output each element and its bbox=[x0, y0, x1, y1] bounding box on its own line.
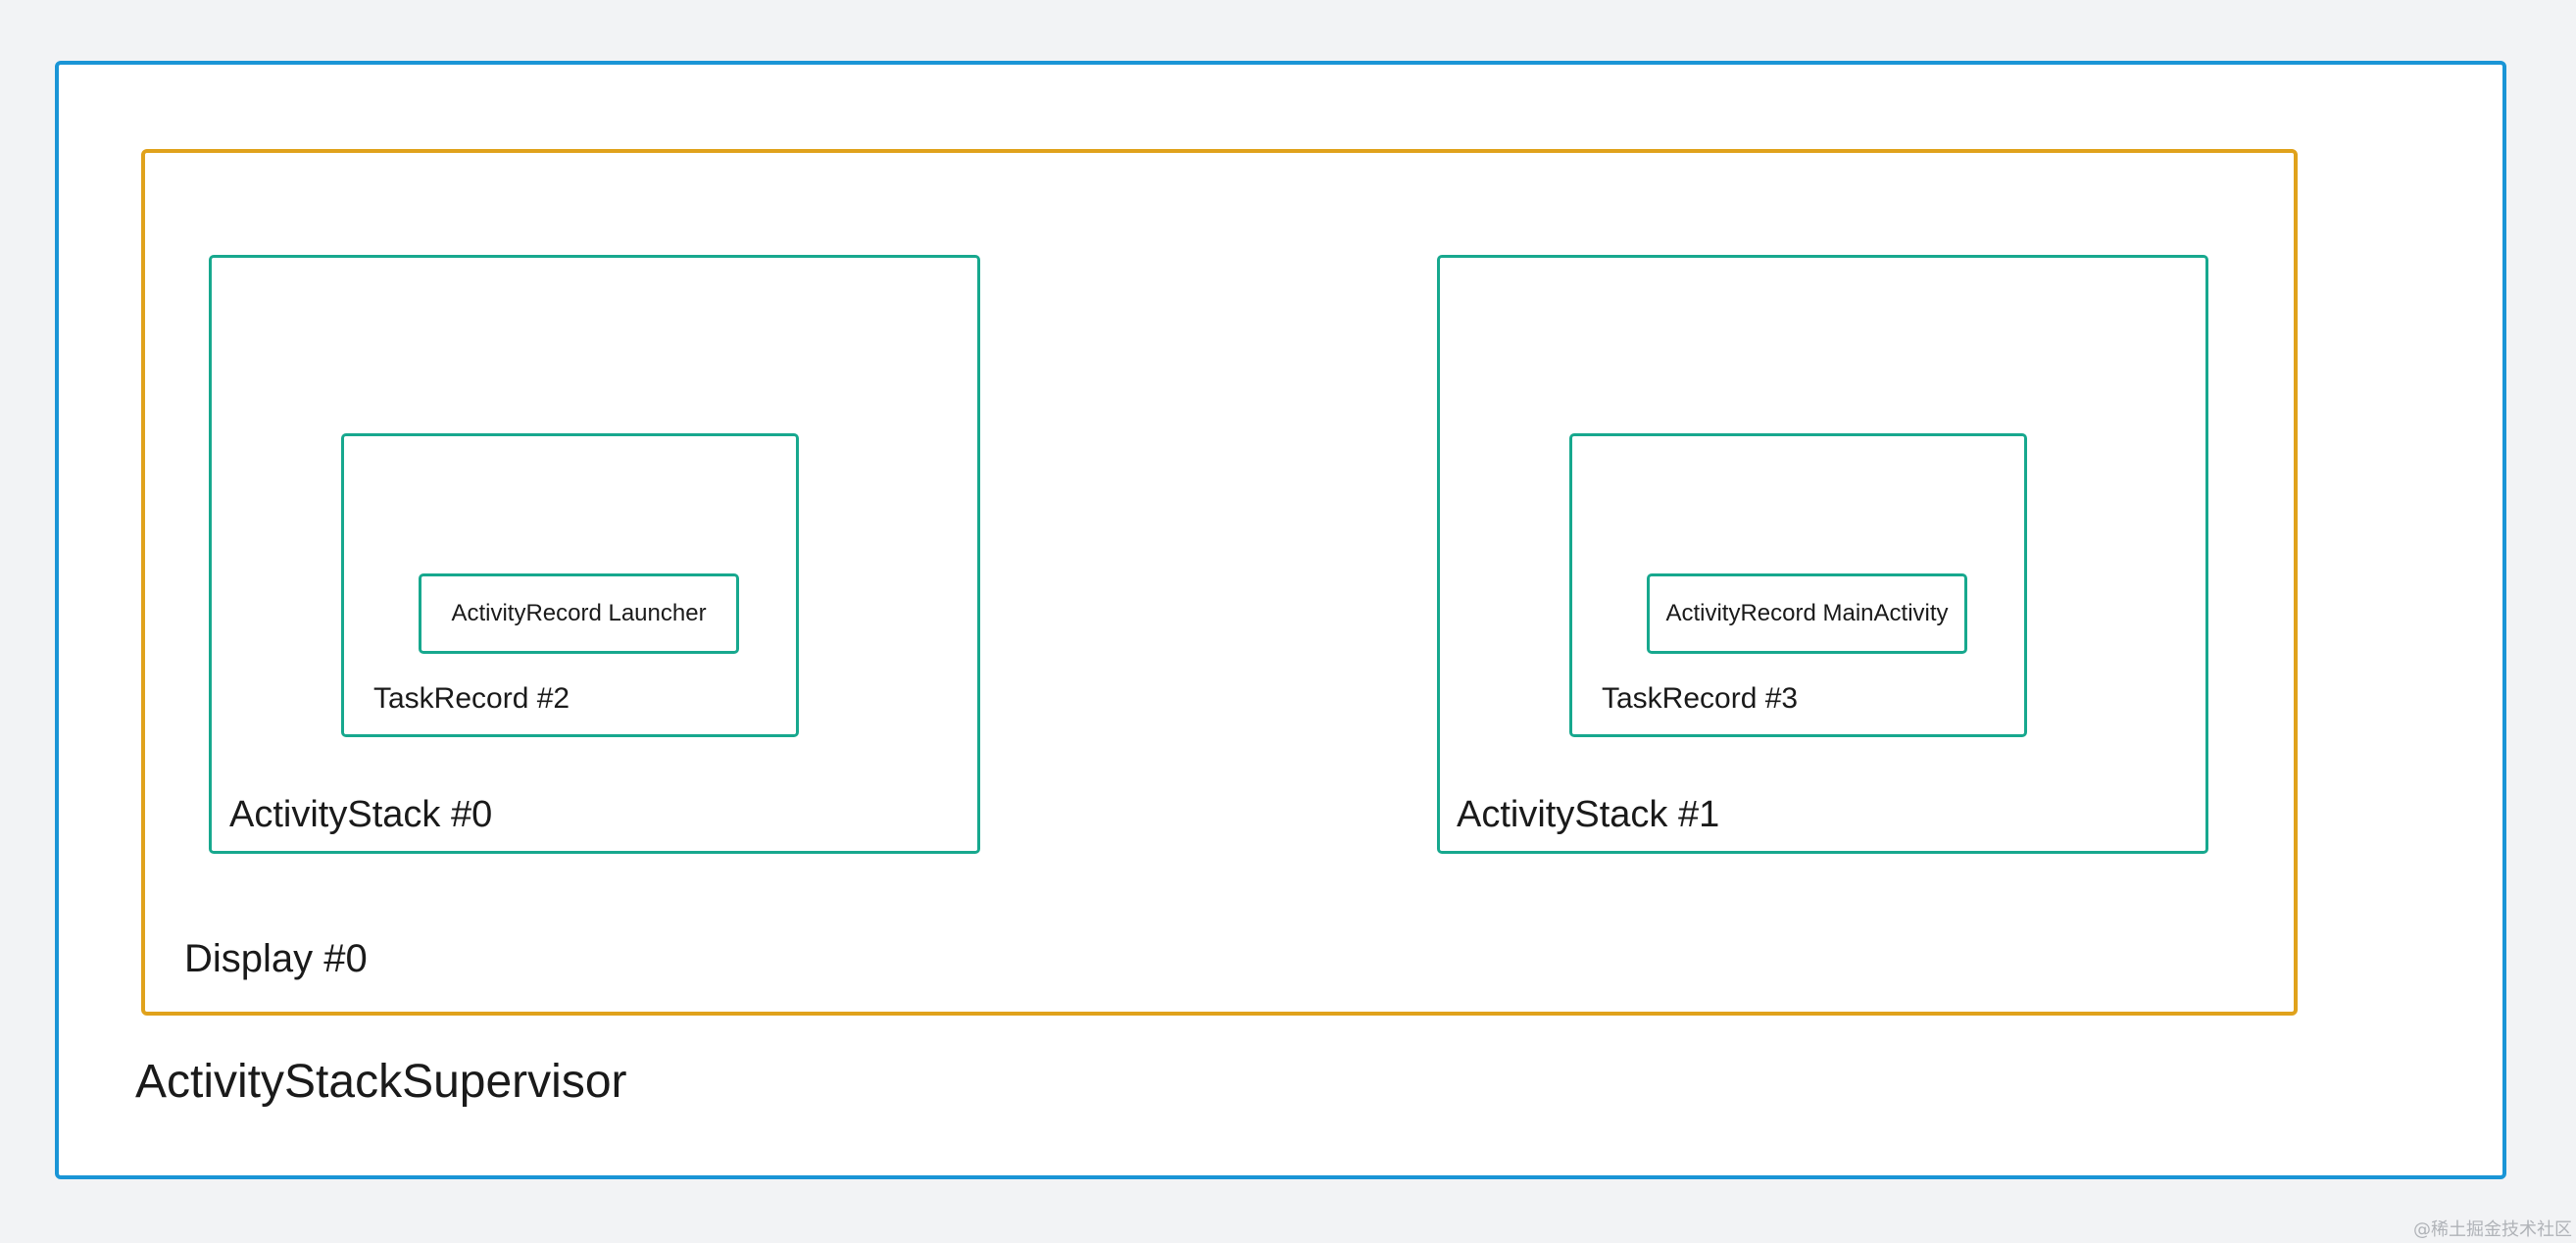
task-record-2-label: TaskRecord #2 bbox=[373, 682, 570, 715]
activity-stack-0-label: ActivityStack #0 bbox=[229, 794, 493, 835]
activity-record-launcher: ActivityRecord Launcher bbox=[419, 573, 739, 654]
display-label: Display #0 bbox=[184, 937, 368, 980]
task-record-3-label: TaskRecord #3 bbox=[1602, 682, 1799, 715]
activity-stack-1-label: ActivityStack #1 bbox=[1457, 794, 1720, 835]
watermark: @稀土掘金技术社区 bbox=[2413, 1219, 2572, 1240]
activity-record-mainactivity: ActivityRecord MainActivity bbox=[1647, 573, 1967, 654]
activity-stack-supervisor-label: ActivityStackSupervisor bbox=[135, 1056, 627, 1108]
